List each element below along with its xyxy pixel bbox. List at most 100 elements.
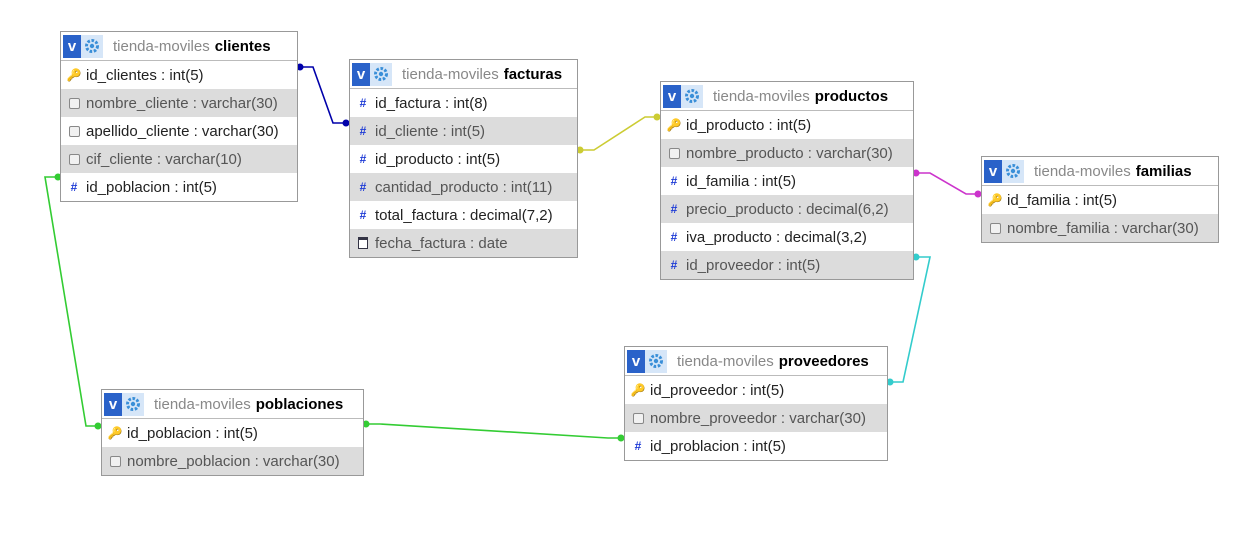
relation-endpoint xyxy=(617,434,625,442)
column-label: nombre_proveedor : varchar(30) xyxy=(650,409,866,427)
column-row[interactable]: fecha_factura : date xyxy=(350,229,577,257)
text-icon xyxy=(66,153,82,165)
table-name: familias xyxy=(1135,162,1192,180)
column-row[interactable]: 🔑id_proveedor : int(5) xyxy=(625,376,887,404)
table-name: productos xyxy=(814,87,889,105)
gear-icon[interactable] xyxy=(681,84,703,108)
database-name: tienda-moviles xyxy=(1034,162,1131,180)
gear-icon[interactable] xyxy=(81,34,103,58)
column-row[interactable]: #iva_producto : decimal(3,2) xyxy=(661,223,913,251)
column-label: iva_producto : decimal(3,2) xyxy=(686,228,867,246)
collapse-toggle-icon[interactable]: v xyxy=(627,349,645,373)
column-row[interactable]: 🔑 id_familia : int(5) xyxy=(982,186,1218,214)
column-row[interactable]: # cantidad_producto : int(11) xyxy=(350,173,577,201)
gear-icon[interactable] xyxy=(370,62,392,86)
column-label: id_familia : int(5) xyxy=(1007,191,1118,209)
column-row[interactable]: 🔑 id_clientes : int(5) xyxy=(61,61,297,89)
collapse-toggle-icon[interactable]: v xyxy=(352,62,370,86)
date-icon xyxy=(355,237,371,249)
relation-endpoint xyxy=(54,173,62,181)
relation-endpoint xyxy=(912,253,920,261)
hash-icon: # xyxy=(359,180,367,194)
table-name: facturas xyxy=(503,65,563,83)
column-label: cif_cliente : varchar(10) xyxy=(86,150,242,168)
column-row[interactable]: 🔑 id_producto : int(5) xyxy=(661,111,913,139)
column-row[interactable]: #id_cliente : int(5) xyxy=(350,117,577,145)
hash-icon: # xyxy=(359,124,367,138)
key-icon: 🔑 xyxy=(66,68,82,82)
relation-line xyxy=(298,66,349,124)
text-icon xyxy=(987,222,1003,234)
column-row[interactable]: cif_cliente : varchar(10) xyxy=(61,145,297,173)
column-row[interactable]: #id_proveedor : int(5) xyxy=(661,251,913,279)
table-name: clientes xyxy=(214,37,271,55)
relation-endpoint xyxy=(94,422,102,430)
column-row[interactable]: #id_poblacion : int(5) xyxy=(61,173,297,201)
relation-line xyxy=(914,172,981,195)
hash-icon: # xyxy=(359,152,367,166)
gear-icon[interactable] xyxy=(122,392,144,416)
column-label: id_proveedor : int(5) xyxy=(650,381,785,399)
column-row[interactable]: nombre_proveedor : varchar(30) xyxy=(625,404,887,432)
key-icon: 🔑 xyxy=(107,426,123,440)
table-name: poblaciones xyxy=(255,395,344,413)
hash-icon: # xyxy=(634,439,642,453)
collapse-toggle-icon[interactable]: v xyxy=(984,159,1002,183)
key-icon: 🔑 xyxy=(666,118,682,132)
hash-icon: # xyxy=(670,202,678,216)
collapse-toggle-icon[interactable]: v xyxy=(104,392,122,416)
gear-icon[interactable] xyxy=(645,349,667,373)
column-label: cantidad_producto : int(11) xyxy=(375,178,553,196)
column-row[interactable]: #id_producto : int(5) xyxy=(350,145,577,173)
column-label: id_poblacion : int(5) xyxy=(86,178,217,196)
column-row[interactable]: # precio_producto : decimal(6,2) xyxy=(661,195,913,223)
column-row[interactable]: #id_familia : int(5) xyxy=(661,167,913,195)
column-row[interactable]: # id_problacion : int(5) xyxy=(625,432,887,460)
relation-line xyxy=(888,256,931,383)
database-name: tienda-moviles xyxy=(154,395,251,413)
column-label: nombre_cliente : varchar(30) xyxy=(86,94,278,112)
key-icon: 🔑 xyxy=(987,193,1003,207)
column-row[interactable]: nombre_poblacion : varchar(30) xyxy=(102,447,363,475)
column-row[interactable]: #total_factura : decimal(7,2) xyxy=(350,201,577,229)
relation-endpoint xyxy=(296,63,304,71)
column-label: nombre_producto : varchar(30) xyxy=(686,144,893,162)
gear-icon[interactable] xyxy=(1002,159,1024,183)
column-row[interactable]: apellido_cliente : varchar(30) xyxy=(61,117,297,145)
column-row[interactable]: nombre_familia : varchar(30) xyxy=(982,214,1218,242)
column-label: id_problacion : int(5) xyxy=(650,437,786,455)
hash-icon: # xyxy=(359,96,367,110)
column-row[interactable]: nombre_cliente : varchar(30) xyxy=(61,89,297,117)
text-icon xyxy=(66,125,82,137)
collapse-toggle-icon[interactable]: v xyxy=(63,34,81,58)
column-label: fecha_factura : date xyxy=(375,234,508,252)
relation-endpoint xyxy=(974,190,982,198)
column-row[interactable]: # id_factura : int(8) xyxy=(350,89,577,117)
column-row[interactable]: nombre_producto : varchar(30) xyxy=(661,139,913,167)
column-label: id_factura : int(8) xyxy=(375,94,488,112)
column-label: precio_producto : decimal(6,2) xyxy=(686,200,889,218)
relation-line xyxy=(44,176,101,427)
column-row[interactable]: 🔑id_poblacion : int(5) xyxy=(102,419,363,447)
column-label: total_factura : decimal(7,2) xyxy=(375,206,553,224)
text-icon xyxy=(666,147,682,159)
database-name: tienda-moviles xyxy=(713,87,810,105)
column-label: id_producto : int(5) xyxy=(686,116,812,134)
relation-endpoint xyxy=(912,169,920,177)
collapse-toggle-icon[interactable]: v xyxy=(663,84,681,108)
database-name: tienda-moviles xyxy=(402,65,499,83)
column-label: id_clientes : int(5) xyxy=(86,66,204,84)
